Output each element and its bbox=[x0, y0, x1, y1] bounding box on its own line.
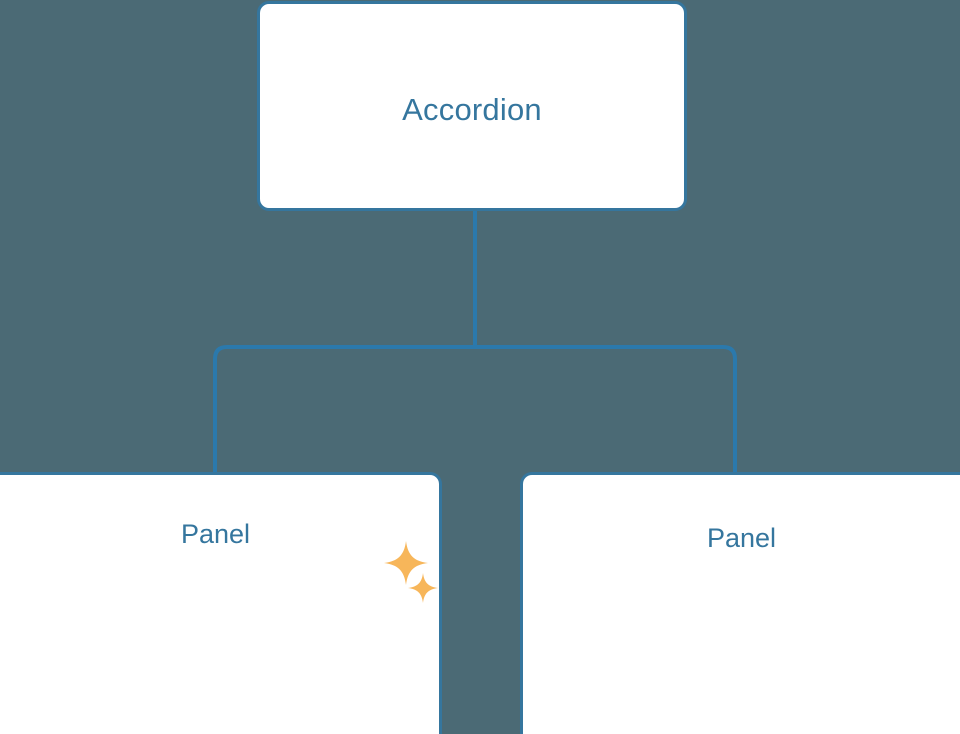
node-panel-active-title: Panel bbox=[180, 519, 251, 549]
node-panel-active[interactable]: Panel bbox=[0, 472, 442, 734]
node-accordion-title: Accordion bbox=[402, 92, 542, 127]
sparkle-large-icon bbox=[384, 541, 428, 585]
node-accordion[interactable]: Accordion bbox=[257, 1, 687, 211]
node-panel-inactive-title: Panel bbox=[706, 523, 777, 553]
sparkle-small-icon bbox=[408, 573, 438, 603]
connector-branch-bus bbox=[213, 345, 737, 472]
node-panel-inactive[interactable]: Panel bbox=[520, 472, 960, 734]
